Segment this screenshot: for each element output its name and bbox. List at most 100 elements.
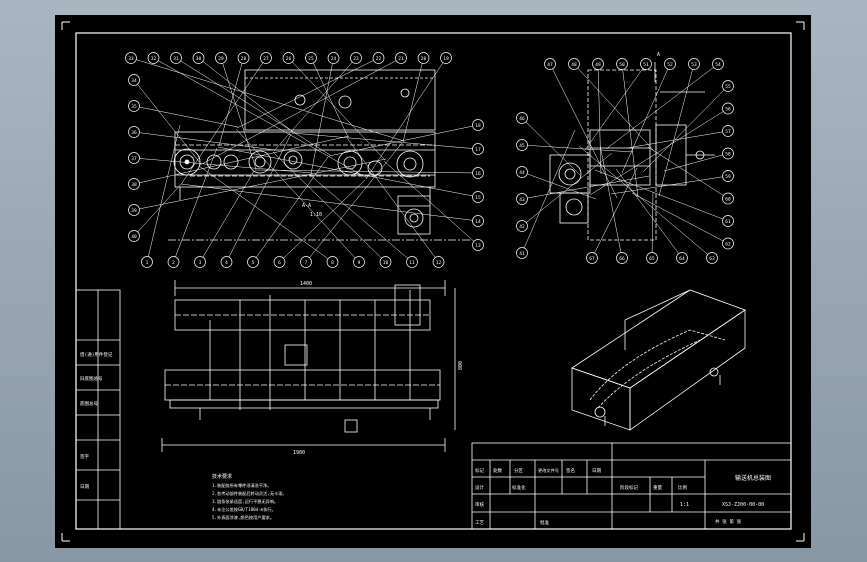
title-block-cell: 批准 [540, 519, 549, 526]
callout-number: 35 [131, 104, 137, 110]
side-panel-label: 借(通)用件登记 [80, 351, 113, 358]
callout-number: 67 [589, 256, 595, 262]
side-panel-label: 日期 [80, 484, 89, 490]
callout-balloon [472, 191, 484, 203]
callout-balloon [516, 247, 528, 259]
notes-line: 2.各传动部件装配后转动灵活,无卡滞。 [212, 490, 287, 497]
callout-number: 19 [443, 56, 449, 62]
callout-number: 31 [173, 56, 179, 62]
title-block-cell: 审核 [475, 501, 484, 508]
callout-number: 11 [409, 260, 415, 266]
leader-line [521, 129, 576, 254]
drawing-number: XSJ-ZJ00-00-00 [722, 502, 764, 508]
leader-line [218, 57, 244, 147]
callout-balloon [128, 230, 140, 242]
callout-balloon [722, 125, 734, 137]
callout-number: 6 [278, 260, 281, 266]
leader-line [180, 183, 479, 222]
callout-balloon [282, 52, 295, 64]
leader-line [346, 137, 439, 263]
callout-number: 59 [725, 174, 731, 180]
leader-line [663, 153, 729, 172]
drawing-scale: 1:1 [680, 502, 689, 508]
callout-balloon [722, 80, 734, 92]
leader-line [181, 57, 267, 184]
callout-number: 7 [305, 260, 308, 266]
side-view [549, 62, 715, 241]
callout-number: 16 [475, 171, 481, 177]
leader-line [589, 108, 729, 196]
front-view-section-label: A-A 1:10 [302, 203, 322, 218]
callout-balloon [544, 58, 556, 70]
callout-number: 20 [421, 56, 427, 62]
callout-number: 5 [252, 260, 255, 266]
leader-line [521, 144, 634, 153]
sheet-label: 共 张 第 张 [715, 518, 742, 525]
dimension-height: 800 [458, 361, 464, 370]
leader-line [642, 85, 729, 173]
callout-number: 44 [519, 170, 525, 176]
title-block-cell: 日期 [592, 468, 601, 474]
callout-balloon [215, 52, 227, 64]
callout-number: 63 [709, 256, 715, 262]
callout-balloon [128, 204, 140, 216]
callout-number: 23 [353, 56, 359, 62]
callout-balloon [194, 256, 206, 268]
leader-line [199, 170, 255, 263]
leader-line [365, 57, 447, 180]
callout-number: 28 [241, 56, 247, 62]
callout-balloon [516, 139, 528, 151]
callout-balloon [125, 52, 137, 64]
callout-balloon [395, 52, 407, 64]
callout-balloon [712, 58, 724, 70]
callout-number: 38 [131, 182, 137, 188]
callout-balloon [192, 52, 205, 64]
side-view-leaders [521, 63, 729, 259]
callout-balloon [722, 102, 734, 115]
callout-number: 46 [519, 116, 525, 122]
side-view-arrow-label: A [657, 52, 660, 58]
top-view-dimensions: 1400 1900 800 [293, 281, 464, 456]
callout-number: 17 [475, 147, 481, 153]
callout-balloon [440, 52, 452, 64]
callout-balloon [327, 52, 340, 64]
callout-number: 30 [196, 56, 202, 62]
callout-balloon [128, 74, 140, 86]
callout-number: 34 [131, 78, 137, 84]
callout-number: 57 [725, 129, 731, 135]
callout-number: 45 [519, 143, 525, 149]
callout-number: 64 [679, 256, 685, 262]
callout-number: 33 [128, 56, 134, 62]
callout-balloon [722, 215, 734, 227]
leader-line [605, 63, 719, 150]
front-view [168, 69, 470, 241]
notes-heading: 技术要求 [212, 473, 232, 480]
leader-line [521, 175, 650, 200]
callout-balloon [379, 256, 392, 268]
callout-balloon [273, 256, 286, 268]
callout-number: 2 [172, 260, 175, 266]
callout-number: 3 [199, 260, 202, 266]
side-panel-label: 底图总号 [80, 400, 98, 407]
callout-number: 39 [131, 208, 137, 214]
title-block-cell: 比例 [678, 484, 687, 491]
leader-line [626, 130, 729, 149]
notes-line: 5.外表面涂漆,颜色按用户要求。 [212, 514, 274, 521]
callout-number: 43 [519, 197, 525, 203]
leader-line [658, 63, 695, 197]
callout-number: 40 [131, 234, 137, 240]
leader-line [383, 160, 479, 246]
leader-line [133, 105, 239, 128]
side-panel-labels: 借(通)用件登记 旧底图总号 底图总号 签字 日期 [80, 351, 113, 490]
leader-line [133, 181, 184, 237]
callout-number: 62 [725, 241, 731, 247]
leader-line [288, 57, 386, 161]
callout-balloon [516, 220, 528, 232]
leader-line [591, 167, 638, 259]
callout-balloon [147, 52, 160, 64]
callout-number: 12 [436, 260, 442, 266]
notes-line: 3.链条张紧适度,运行平稳无异响。 [212, 498, 278, 505]
title-block-cell: 签名 [566, 467, 575, 474]
